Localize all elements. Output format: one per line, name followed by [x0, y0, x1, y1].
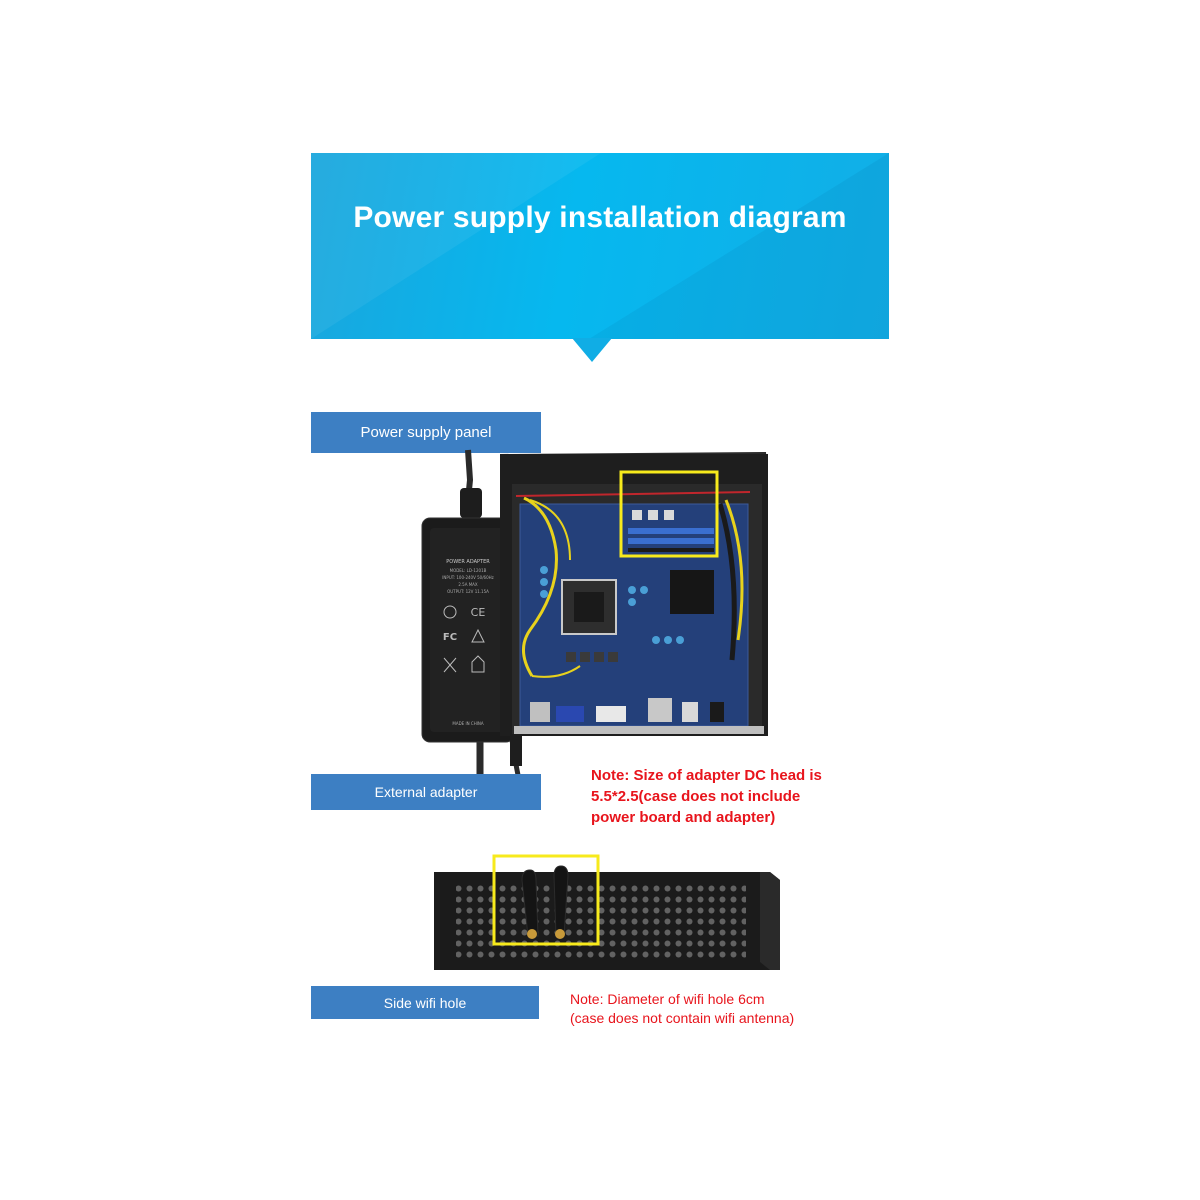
- adapter-label-output: OUTPUT: 12V 11.15A: [447, 589, 489, 594]
- mini-pc-case: [500, 452, 768, 766]
- adapter-label-origin: MADE IN CHINA: [452, 721, 483, 726]
- banner-title: Power supply installation diagram: [353, 201, 847, 234]
- cpu-socket: [561, 579, 617, 635]
- ventilation-holes: [456, 882, 746, 962]
- adapter-label-current: 2.5A MAX: [458, 582, 478, 587]
- mini-pc-with-adapter-photo: POWER ADAPTER MODEL: LD-1201B INPUT: 100…: [421, 449, 768, 776]
- svg-text:FC: FC: [443, 632, 457, 643]
- banner-pointer: [572, 338, 612, 362]
- chipset-heatsink: [670, 570, 714, 614]
- case-side-wifi-photo: [434, 854, 780, 970]
- wifi-note-line-1: Note: Diameter of wifi hole 6cm: [570, 991, 765, 1007]
- adapter-label-model: MODEL: LD-1201B: [450, 568, 487, 573]
- wifi-note: Note: Diameter of wifi hole 6cm (case do…: [570, 990, 870, 1028]
- power-panel-highlight-box: [619, 470, 719, 558]
- wifi-note-line-2: (case does not contain wifi antenna): [570, 1010, 795, 1026]
- power-adapter-brick: POWER ADAPTER MODEL: LD-1201B INPUT: 100…: [421, 517, 515, 743]
- wifi-antennas: [521, 865, 569, 939]
- adapter-note-line-2: 5.5*2.5(case does not include: [591, 788, 801, 805]
- adapter-label-input: INPUT: 100-240V 50/60Hz: [442, 575, 494, 580]
- power-supply-panel-label: Power supply panel: [311, 412, 541, 453]
- adapter-note-line-1: Note: Size of adapter DC head is: [591, 767, 822, 784]
- adapter-label-title: POWER ADAPTER: [446, 559, 490, 565]
- wifi-hole-highlight-box: [492, 854, 600, 946]
- title-banner: Power supply installation diagram: [311, 153, 889, 339]
- adapter-note: Note: Size of adapter DC head is 5.5*2.5…: [591, 765, 861, 828]
- external-adapter-label: External adapter: [311, 774, 541, 810]
- side-wifi-hole-label: Side wifi hole: [311, 986, 539, 1019]
- svg-text:CE: CE: [471, 606, 486, 619]
- adapter-note-line-3: power board and adapter): [591, 809, 776, 826]
